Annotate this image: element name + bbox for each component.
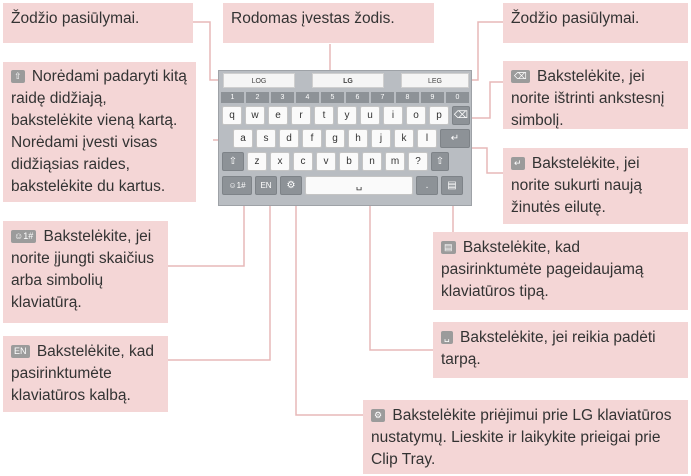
key-z[interactable]: z: [247, 152, 267, 171]
key-5[interactable]: 5: [321, 92, 344, 103]
callout-language: EN Bakstelėkite, kad pasirinktumėte klav…: [3, 336, 168, 412]
key-c[interactable]: c: [293, 152, 313, 171]
key-f[interactable]: f: [302, 129, 322, 148]
callout-text: Žodžio pasiūlymai.: [11, 10, 140, 27]
settings-icon: ⚙: [371, 409, 386, 422]
language-key[interactable]: EN: [255, 176, 277, 195]
key-t[interactable]: t: [314, 106, 334, 125]
letter-row-1: q w e r t y u i o p ⌫: [222, 106, 470, 125]
key-k[interactable]: k: [394, 129, 414, 148]
key-v[interactable]: v: [316, 152, 336, 171]
key-6[interactable]: 6: [346, 92, 369, 103]
space-key[interactable]: ␣: [305, 176, 413, 195]
enter-icon: ↵: [511, 157, 525, 170]
key-y[interactable]: y: [337, 106, 357, 125]
callout-text: Norėdami padaryti kitą raidę didžiają, b…: [11, 68, 187, 195]
keyboard-type-key[interactable]: ▤: [441, 176, 463, 195]
key-question[interactable]: ?: [408, 152, 428, 171]
language-icon: EN: [11, 345, 30, 358]
delete-key[interactable]: ⌫: [452, 106, 470, 125]
callout-settings: ⚙ Bakstelėkite priėjimui prie LG klaviat…: [363, 400, 688, 474]
key-1[interactable]: 1: [221, 92, 244, 103]
enter-key[interactable]: ↵: [440, 129, 470, 148]
callout-text: Bakstelėkite priėjimui prie LG klaviatūr…: [371, 407, 672, 468]
callout-space: ␣ Bakstelėkite, jei reikia padėti tarpą.: [433, 322, 688, 378]
settings-key[interactable]: ⚙: [280, 176, 302, 195]
key-e[interactable]: e: [268, 106, 288, 125]
callout-keyboard-type: ▤ Bakstelėkite, kad pasirinktumėte pagei…: [433, 232, 688, 310]
key-q[interactable]: q: [222, 106, 242, 125]
keyboard: LOG LG LEG 1 2 3 4 5 6 7 8 9 0 q w e r t…: [218, 70, 472, 206]
callout-text: Bakstelėkite, jei norite ištrinti ankste…: [511, 68, 665, 129]
callout-suggestions-right: Žodžio pasiūlymai.: [503, 3, 688, 43]
callout-symbols: ☺1# Bakstelėkite, jei norite įjungti ska…: [3, 221, 168, 323]
delete-icon: ⌫: [511, 70, 530, 83]
suggestion-left[interactable]: LOG: [223, 73, 295, 88]
key-b[interactable]: b: [339, 152, 359, 171]
key-s[interactable]: s: [256, 129, 276, 148]
key-m[interactable]: m: [385, 152, 405, 171]
key-j[interactable]: j: [371, 129, 391, 148]
key-l[interactable]: l: [417, 129, 437, 148]
callout-text: Žodžio pasiūlymai.: [511, 10, 640, 27]
key-p[interactable]: p: [429, 106, 449, 125]
key-g[interactable]: g: [325, 129, 345, 148]
key-8[interactable]: 8: [396, 92, 419, 103]
key-0[interactable]: 0: [446, 92, 469, 103]
key-4[interactable]: 4: [296, 92, 319, 103]
callout-suggestions-left: Žodžio pasiūlymai.: [3, 3, 193, 43]
suggestion-right[interactable]: LEG: [401, 73, 469, 88]
symbols-key[interactable]: ☺1#: [222, 176, 252, 195]
letter-row-2: a s d f g h j k l ↵: [233, 129, 470, 148]
letter-row-3: ⇧ z x c v b n m ? ⇧: [222, 152, 449, 171]
callout-text: Bakstelėkite, jei reikia padėti tarpą.: [441, 329, 656, 368]
keyboard-type-icon: ▤: [441, 241, 456, 254]
key-x[interactable]: x: [270, 152, 290, 171]
symbols-icon: ☺1#: [11, 230, 37, 243]
key-h[interactable]: h: [348, 129, 368, 148]
number-row: 1 2 3 4 5 6 7 8 9 0: [221, 92, 469, 103]
suggestion-center[interactable]: LG: [312, 73, 384, 88]
callout-text: Bakstelėkite, kad pasirinktumėte pageida…: [441, 239, 644, 300]
callout-shift: ⇧ Norėdami padaryti kitą raidę didžiają,…: [3, 62, 196, 202]
key-9[interactable]: 9: [421, 92, 444, 103]
key-2[interactable]: 2: [246, 92, 269, 103]
key-7[interactable]: 7: [371, 92, 394, 103]
bottom-row: ☺1# EN ⚙ ␣ . ▤: [222, 176, 463, 195]
key-a[interactable]: a: [233, 129, 253, 148]
key-u[interactable]: u: [360, 106, 380, 125]
callout-delete: ⌫ Bakstelėkite, jei norite ištrinti anks…: [503, 61, 688, 129]
key-i[interactable]: i: [383, 106, 403, 125]
shift-right-key[interactable]: ⇧: [431, 152, 449, 171]
period-key[interactable]: .: [416, 176, 438, 195]
key-w[interactable]: w: [245, 106, 265, 125]
callout-text: Bakstelėkite, jei norite įjungti skaičiu…: [11, 228, 155, 311]
callout-text: Rodomas įvestas žodis.: [231, 10, 395, 27]
callout-enter: ↵ Bakstelėkite, jei norite sukurti naują…: [503, 148, 688, 224]
callout-text: Bakstelėkite, jei norite sukurti naują ž…: [511, 155, 642, 216]
callout-shown-word: Rodomas įvestas žodis.: [223, 3, 434, 43]
key-r[interactable]: r: [291, 106, 311, 125]
key-3[interactable]: 3: [271, 92, 294, 103]
key-d[interactable]: d: [279, 129, 299, 148]
key-n[interactable]: n: [362, 152, 382, 171]
shift-key[interactable]: ⇧: [222, 152, 244, 171]
key-o[interactable]: o: [406, 106, 426, 125]
shift-icon: ⇧: [11, 70, 25, 83]
space-icon: ␣: [441, 331, 453, 344]
callout-text: Bakstelėkite, kad pasirinktumėte klaviat…: [11, 343, 155, 404]
